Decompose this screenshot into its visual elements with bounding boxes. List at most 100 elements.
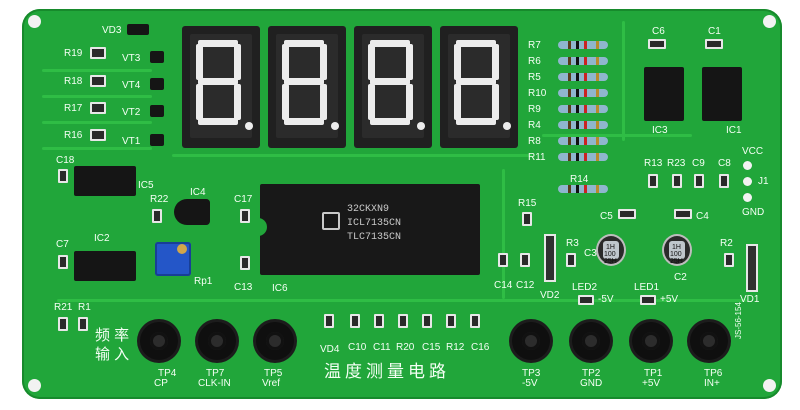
ic2-chip [74,251,136,281]
label-r20: R20 [396,342,415,353]
seven-segment-digit-3 [354,26,432,148]
tp6-jack[interactable] [690,322,728,360]
cap-text-3: 25H [604,258,617,265]
label-c8: C8 [718,158,731,169]
trace [42,69,152,72]
tp1-jack[interactable] [632,322,670,360]
label-led1-voltage: +5V [660,294,679,305]
tp3-jack[interactable] [512,322,550,360]
label-r19: R19 [64,48,83,59]
r14-resistor [558,185,608,193]
seven-segment-digit-4 [440,26,518,148]
label-ic1: IC1 [726,125,742,136]
tp7-jack[interactable] [198,322,236,360]
j1-header-pin-3[interactable] [743,193,752,202]
c14-capacitor [498,253,508,267]
label-r9: R9 [528,104,541,115]
label-c6: C6 [652,26,665,37]
ic5-chip [74,166,136,196]
label-r18: R18 [64,76,83,87]
r11-resistor [558,153,608,161]
label-c5: C5 [600,211,613,222]
label-led2: LED2 [572,282,598,293]
tp2-label: TP2 [582,368,601,379]
tp4-jack[interactable] [140,322,178,360]
trace [622,21,625,141]
label-rp1: Rp1 [194,276,213,287]
label-c11: C11 [373,342,391,353]
pcb-board: VD3 R19 R18 R17 R16 VT3 VT4 VT2 VT1 C18 … [22,9,782,399]
label-r21: R21 [54,302,73,313]
r22-resistor [152,209,162,223]
tp1-sub-label: +5V [642,378,661,389]
ti-logo-icon [322,212,340,230]
chip-marking-line-3: TLC7135CN [347,232,402,243]
label-c13: C13 [234,282,253,293]
label-vd4: VD4 [320,344,340,355]
trace [502,169,505,299]
freq-input-label-line-1: 频 率 [95,327,130,344]
tp6-label: TP6 [704,368,723,379]
r16-resistor [90,129,106,141]
c2-electrolytic-capacitor: 1H 100 25H [662,234,692,266]
r20-resistor [398,314,408,328]
c6-capacitor [648,39,666,49]
label-vt4: VT4 [122,80,141,91]
label-r13: R13 [644,158,663,169]
r4-resistor [558,121,608,129]
cap2-text-1: 1H [672,244,681,251]
ic6-main-chip: 32CKXN9 ICL7135CN TLC7135CN [258,184,480,275]
label-led2-voltage: -5V [598,294,614,305]
label-r8: R8 [528,136,541,147]
mounting-hole-top-left [28,15,41,28]
trace [42,147,152,150]
label-vd3: VD3 [102,25,122,36]
label-vd1: VD1 [740,294,760,305]
r18-resistor [90,75,106,87]
r3-resistor [566,253,576,267]
label-c7: C7 [56,239,69,250]
j1-header-pin-2[interactable] [743,177,752,186]
c17-capacitor [240,209,250,223]
label-r14: R14 [570,174,589,185]
label-ic5: IC5 [138,180,154,191]
r10-resistor [558,89,608,97]
label-gnd: GND [742,207,765,218]
r19-resistor [90,47,106,59]
rp1-potentiometer[interactable] [155,242,191,276]
label-c3: C3 [584,248,597,259]
label-c2: C2 [674,272,687,283]
c4-capacitor [674,209,692,219]
tp6-sub-label: IN+ [704,378,720,389]
r7-resistor [558,41,608,49]
r15-resistor [522,212,532,226]
trace [57,299,747,302]
tp3-sub-label: -5V [522,378,538,389]
tp7-sub-label: CLK-IN [198,378,231,389]
label-r15: R15 [518,198,537,209]
label-led1: LED1 [634,282,660,293]
c15-capacitor [422,314,432,328]
chip-marking-line-1: 32CKXN9 [347,204,390,215]
label-ic3: IC3 [652,125,668,136]
ic3-chip [644,67,684,121]
j1-header-pin-1[interactable] [743,161,752,170]
vd3-diode [127,24,149,35]
label-r6: R6 [528,56,541,67]
c9-capacitor [694,174,704,188]
cap-text-2: 100 [604,251,616,258]
label-r7: R7 [528,40,541,51]
trace [542,134,692,137]
tp2-jack[interactable] [572,322,610,360]
label-vcc: VCC [742,146,764,157]
r5-resistor [558,73,608,81]
label-c15: C15 [422,342,441,353]
tp4-sub-label: CP [154,378,168,389]
seven-segment-digit-1 [182,26,260,148]
label-c18: C18 [56,155,75,166]
r13-resistor [648,174,658,188]
tp5-jack[interactable] [256,322,294,360]
cap2-text-3: 25H [670,258,683,265]
r17-resistor [90,102,106,114]
chip-marking-line-2: ICL7135CN [347,218,402,229]
